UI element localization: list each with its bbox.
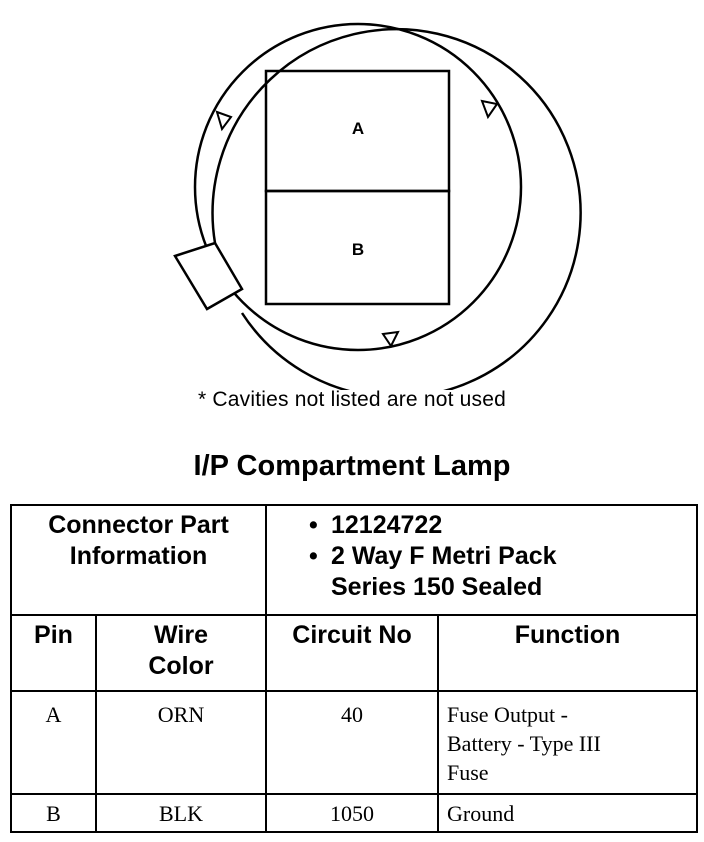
wire-color-cell: BLK bbox=[95, 793, 267, 833]
locking-tab bbox=[173, 241, 244, 311]
part-info-label-line1: Connector Part bbox=[48, 511, 229, 539]
wire-color-header-line1: Wire bbox=[154, 621, 208, 649]
function-line: Fuse Output - bbox=[447, 702, 568, 727]
connector-type: 2 Way F Metri Pack bbox=[331, 542, 557, 570]
connector-inner-body bbox=[193, 22, 523, 352]
connector-pinout-table: Connector Part Information • 12124722 • 2 … bbox=[10, 504, 698, 833]
wire-color-header-line2: Color bbox=[148, 652, 214, 680]
part-info-label-cell: Connector Part Information bbox=[10, 504, 267, 616]
wire-color-header: Wire Color bbox=[95, 614, 267, 692]
cavity-a-label: A bbox=[352, 119, 364, 138]
polarizing-mark-right bbox=[480, 99, 499, 120]
circuit-no-cell: 1050 bbox=[265, 793, 439, 833]
part-info-row: Connector Part Information • 12124722 • 2 … bbox=[10, 504, 698, 616]
connector-face-diagram: A B bbox=[173, 22, 582, 390]
pin-header: Pin bbox=[10, 614, 97, 692]
part-info-value-cell: • 12124722 • 2 Way F Metri Pack Series 150… bbox=[265, 504, 698, 616]
function-header: Function bbox=[437, 614, 698, 692]
part-info-item: Series 150 Sealed bbox=[309, 572, 696, 603]
page-title: I/P Compartment Lamp bbox=[193, 450, 511, 482]
circuit-no-header: Circuit No bbox=[265, 614, 439, 692]
part-info-item: • 12124722 bbox=[309, 510, 696, 541]
wire-color-cell: ORN bbox=[95, 690, 267, 795]
function-line: Battery - Type III bbox=[447, 731, 601, 756]
table-row: A ORN 40 Fuse Output - Battery - Type II… bbox=[10, 690, 698, 795]
function-cell: Fuse Output - Battery - Type III Fuse bbox=[437, 690, 698, 795]
bullet-glyph: • bbox=[309, 511, 318, 539]
function-line: Fuse bbox=[447, 760, 489, 785]
pin-cell: B bbox=[10, 793, 97, 833]
bullet-glyph: • bbox=[309, 542, 318, 570]
polarizing-mark-left bbox=[215, 110, 233, 132]
pin-cell: A bbox=[10, 690, 97, 795]
part-info-label-line2: Information bbox=[69, 542, 208, 570]
part-number: 12124722 bbox=[331, 511, 443, 539]
part-info-item: • 2 Way F Metri Pack bbox=[309, 541, 696, 572]
cavities-footnote: * Cavities not listed are not used bbox=[198, 388, 506, 411]
cavity-b-label: B bbox=[352, 240, 364, 259]
function-line: Ground bbox=[447, 801, 515, 826]
connector-series: Series 150 Sealed bbox=[331, 573, 543, 601]
function-cell: Ground bbox=[437, 793, 698, 833]
cavity-b bbox=[264, 189, 451, 306]
polarizing-mark-bottom bbox=[381, 330, 400, 348]
column-header-row: Pin Wire Color Circuit No Function bbox=[10, 614, 698, 692]
table-row: B BLK 1050 Ground bbox=[10, 793, 698, 833]
circuit-no-cell: 40 bbox=[265, 690, 439, 795]
